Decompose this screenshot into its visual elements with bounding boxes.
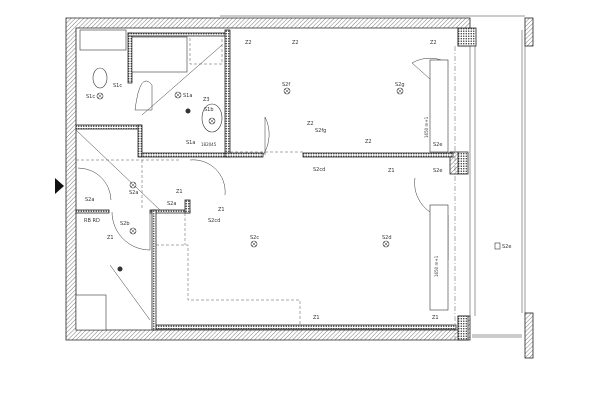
label: S2f [282, 82, 290, 88]
label: S1c [113, 83, 122, 89]
label: S1a [186, 140, 195, 146]
dimension-label: 1650 m+1 [424, 116, 429, 138]
label: S2a [167, 201, 176, 207]
label: Z1 [388, 168, 395, 174]
label: S2a [85, 197, 94, 203]
label: S1b [204, 107, 214, 113]
label: Z2 [307, 121, 314, 127]
label: Z1 [313, 315, 320, 321]
label: S2g [395, 82, 405, 88]
label: Z2 [365, 139, 372, 145]
label: Z1 [218, 207, 225, 213]
label: S1a [183, 93, 192, 99]
label: Z1 [176, 189, 183, 195]
balcony [454, 17, 534, 359]
label: Z2 [292, 40, 299, 46]
label: S2cd [313, 167, 325, 173]
label: S2b [120, 221, 130, 227]
label: S2d [382, 235, 392, 241]
label: S2a [129, 190, 138, 196]
label: S2cd [208, 218, 220, 224]
label: Z2 [245, 40, 252, 46]
interior-walls [75, 29, 457, 331]
label: Z3 [203, 97, 210, 103]
label: S2e [433, 168, 442, 174]
label: S2fg [315, 128, 326, 134]
label: Z1 [432, 315, 439, 321]
label: S2c [250, 235, 259, 241]
label: S2e [502, 244, 511, 250]
light-fixture-icons [96, 87, 404, 272]
dimension-label: 1650 m+1 [434, 255, 439, 277]
label: S1c [86, 94, 95, 100]
label: S2e [433, 142, 442, 148]
entrance-arrow-icon [55, 178, 64, 194]
label: Z1 [107, 235, 114, 241]
label: Z2 [430, 40, 437, 46]
plan-labels: S1c S1c S1a S1a S1b Z3 182045 Z2 Z2 Z2 Z… [84, 40, 511, 321]
label: 182045 [201, 142, 217, 147]
label: RB RD [84, 218, 100, 224]
